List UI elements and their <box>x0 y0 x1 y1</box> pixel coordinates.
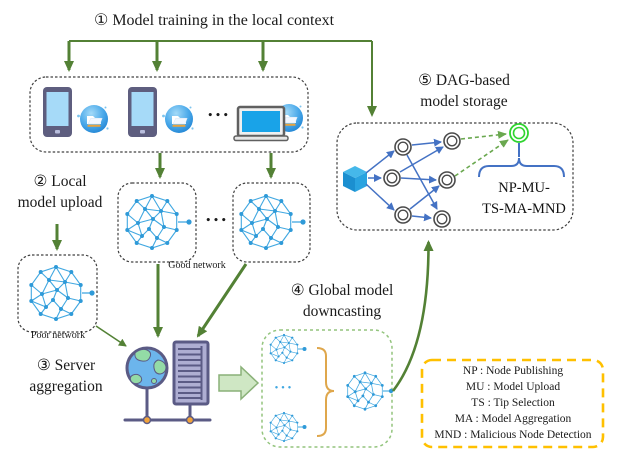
dag-edges <box>365 138 444 222</box>
step3-label: ③ Server aggregation <box>29 355 102 397</box>
dag-node-icon <box>394 206 412 224</box>
tag-brace <box>478 143 565 178</box>
legend-box <box>420 358 605 449</box>
step5-line1: ⑤ DAG-based <box>418 72 510 89</box>
aggregation-arrows <box>95 263 248 347</box>
step4-label: ④ Global model downcasting <box>291 280 394 322</box>
step2-line2: model upload <box>17 194 103 211</box>
mesh-network-icon <box>269 411 307 443</box>
mesh-network-icon <box>28 264 95 322</box>
poor-network-box <box>17 254 98 333</box>
networks-ellipsis: ••• <box>205 216 229 226</box>
step4-line1: ④ Global model <box>290 282 394 299</box>
mesh-network-icon <box>238 193 306 251</box>
dag-node-icon <box>383 169 401 187</box>
network-stand <box>123 386 212 425</box>
new-node-icon <box>509 123 529 143</box>
smartphone-icon <box>43 87 72 137</box>
legend-line: NP : Node Publishing <box>462 365 564 377</box>
step2-label: ② Local model upload <box>18 171 103 213</box>
server-rack-icon <box>172 340 210 406</box>
step5-label: ⑤ DAG-based model storage <box>418 70 510 112</box>
devices-ellipsis: ••• <box>207 111 231 121</box>
step1-arrows <box>64 40 377 117</box>
step5-line2: model storage <box>420 93 508 110</box>
step2-line1: ② Local <box>33 173 87 190</box>
mesh-network-icon <box>124 193 192 251</box>
legend-line: MU : Model Upload <box>465 381 561 393</box>
storage-curve-arrow <box>391 240 434 392</box>
legend-line: TS : Tip Selection <box>471 397 555 409</box>
legend-line: MA : Model Aggregation <box>454 413 572 425</box>
upload-arrows <box>52 153 276 251</box>
legend: NP : Node Publishing MU : Model Upload T… <box>422 363 604 443</box>
good-network-label: Good network <box>168 260 226 271</box>
step3-line2: aggregation <box>29 378 103 395</box>
mesh-network-icon <box>345 371 394 411</box>
dag-node-icon <box>433 210 451 228</box>
downcast-ellipsis: ••• <box>274 384 294 392</box>
dag-tag-line1: NP-MU- <box>498 180 550 196</box>
mesh-network-icon <box>269 333 307 365</box>
dag-node-icon <box>394 138 412 156</box>
dag-tag-line2: TS-MA-MND <box>482 201 566 217</box>
dag-tag-label: NP-MU- TS-MA-MND <box>482 178 566 220</box>
step1-label: ① Model training in the local context <box>93 12 335 29</box>
gather-brace <box>316 347 335 437</box>
smartphone-icon <box>128 87 157 137</box>
step3-line1: ③ Server <box>36 357 96 374</box>
globe-icon <box>125 346 169 390</box>
laptop-icon <box>233 105 289 142</box>
step4-line2: downcasting <box>302 303 382 320</box>
legend-line: MND : Malicious Node Detection <box>434 429 592 441</box>
dag-node-icon <box>438 171 456 189</box>
tip-selection-edges <box>454 130 509 177</box>
poor-network-label: Poor network <box>30 330 86 341</box>
dag-node-icon <box>443 132 461 150</box>
cube-icon <box>343 166 367 192</box>
block-arrow-icon <box>218 365 260 401</box>
